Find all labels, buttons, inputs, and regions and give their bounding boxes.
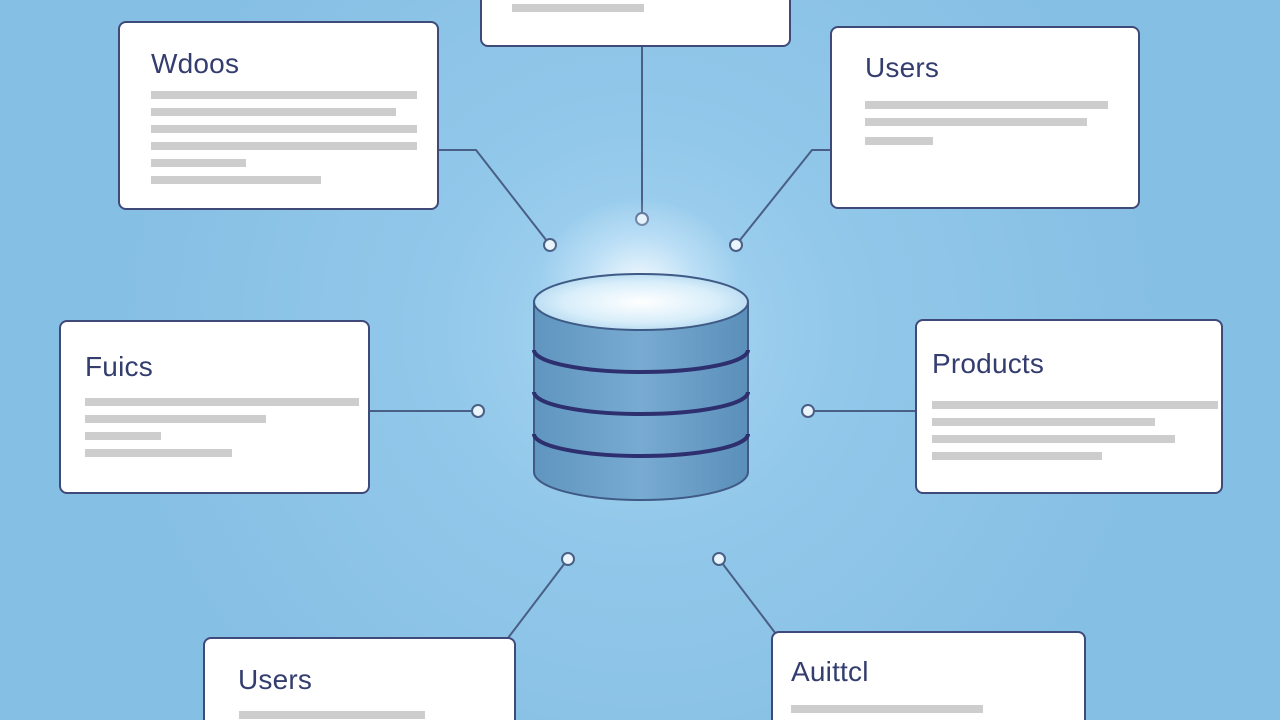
text-placeholder-bar	[85, 449, 232, 457]
node-top-right	[729, 238, 743, 252]
connector-bottom-left	[507, 558, 569, 639]
text-placeholder-bar	[932, 418, 1155, 426]
text-placeholder-bar	[151, 159, 246, 167]
text-placeholder-bar	[151, 142, 417, 150]
node-bottom-right	[712, 552, 726, 566]
card-title: Products	[932, 348, 1045, 379]
text-placeholder-bar	[512, 4, 644, 12]
text-placeholder-bar	[932, 401, 1218, 409]
card-title: Fuics	[85, 351, 153, 382]
text-placeholder-bar	[85, 415, 266, 423]
card-top-left[interactable]: Wdoos	[118, 21, 439, 210]
text-placeholder-bar	[151, 108, 396, 116]
card-title: Wdoos	[151, 48, 240, 79]
connector-top-right	[735, 149, 830, 246]
database-icon	[532, 273, 750, 501]
text-placeholder-bar	[865, 118, 1087, 126]
text-placeholder-bar	[85, 398, 359, 406]
connector-top-left	[438, 149, 551, 246]
text-placeholder-bar	[791, 705, 983, 713]
text-placeholder-bar	[85, 432, 161, 440]
text-placeholder-bar	[151, 125, 417, 133]
card-mid-left[interactable]: Fuics	[59, 320, 370, 494]
text-placeholder-bar	[239, 711, 425, 719]
card-bottom-left[interactable]: Users	[203, 637, 516, 720]
node-mid-left	[471, 404, 485, 418]
text-placeholder-bar	[151, 91, 417, 99]
card-bottom-right[interactable]: Auittcl	[771, 631, 1086, 720]
text-placeholder-bar	[151, 176, 321, 184]
text-placeholder-bar	[865, 137, 933, 145]
card-title: Users	[865, 52, 940, 83]
text-placeholder-bar	[932, 452, 1102, 460]
card-title: Users	[238, 664, 313, 695]
card-mid-right[interactable]: Products	[915, 319, 1223, 494]
node-mid-right	[801, 404, 815, 418]
card-top-right[interactable]: Users	[830, 26, 1140, 209]
text-placeholder-bar	[932, 435, 1175, 443]
card-title: Auittcl	[791, 656, 869, 687]
node-bottom-left	[561, 552, 575, 566]
text-placeholder-bar	[865, 101, 1108, 109]
card-top[interactable]	[480, 0, 791, 47]
connector-bottom-right	[718, 558, 777, 635]
